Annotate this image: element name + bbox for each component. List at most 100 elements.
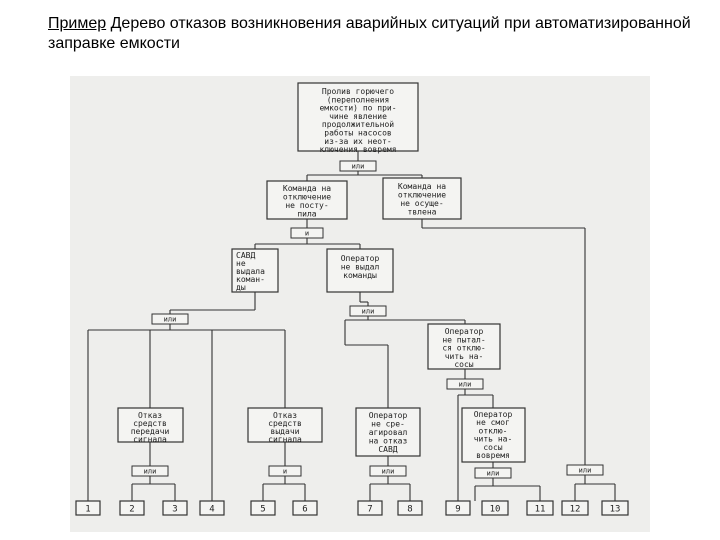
event-line: Команда на bbox=[283, 184, 331, 193]
event-line: Оператор bbox=[445, 327, 484, 336]
basic-event-6: 6 bbox=[292, 500, 318, 516]
basic-event-1: 1 bbox=[75, 500, 101, 516]
basic-event-label: 8 bbox=[407, 505, 412, 515]
basic-event-label: 4 bbox=[209, 505, 214, 515]
event-line: Оператор bbox=[474, 410, 513, 419]
gate-or-8: или bbox=[369, 465, 407, 477]
heading-text: Дерево отказов возникновения аварийных с… bbox=[48, 15, 691, 52]
event-line: передачи bbox=[131, 427, 170, 436]
event-line: сигнала bbox=[133, 435, 167, 444]
gate-or-5: или bbox=[446, 378, 484, 390]
basic-event-label: 12 bbox=[570, 505, 581, 515]
event-line: выдачи bbox=[271, 427, 300, 436]
event-line: не смог bbox=[476, 418, 510, 427]
event-line: выдала bbox=[236, 267, 265, 276]
basic-event-8: 8 bbox=[397, 500, 423, 516]
event-line: ды bbox=[236, 283, 246, 292]
event-line: не пытал- bbox=[442, 335, 485, 344]
basic-event-2: 2 bbox=[119, 500, 145, 516]
event-top-line: Пролив горючего bbox=[322, 87, 394, 96]
event-line: твлена bbox=[408, 208, 437, 217]
basic-event-label: 3 bbox=[172, 505, 177, 515]
basic-event-label: 1 bbox=[85, 505, 90, 515]
event-line: команды bbox=[343, 271, 377, 280]
basic-event-label: 6 bbox=[302, 505, 307, 515]
event-top-line: работы насосов bbox=[324, 128, 391, 138]
gate-label: или bbox=[487, 470, 500, 478]
event-line: отклю- bbox=[479, 426, 508, 435]
event-line: ся отклю- bbox=[442, 344, 485, 353]
event-line: сосы bbox=[454, 360, 473, 369]
event-line: Отказ bbox=[138, 411, 162, 420]
event-line: не посту- bbox=[285, 201, 328, 210]
event-line: отключение bbox=[283, 193, 331, 202]
basic-event-13: 13 bbox=[601, 500, 629, 516]
event-line: агировал bbox=[369, 428, 408, 437]
page-heading: Пример Дерево отказов возникновения авар… bbox=[48, 14, 708, 54]
basic-event-label: 10 bbox=[490, 505, 501, 515]
connectors bbox=[87, 151, 616, 501]
gate-label: и bbox=[305, 230, 309, 238]
event-top-line: чине явление bbox=[329, 112, 387, 121]
event-line: вовремя bbox=[476, 451, 510, 460]
event-top-line: из-за их неот- bbox=[324, 137, 391, 146]
event-top-line: ключения вовремя bbox=[319, 145, 396, 154]
basic-event-label: 13 bbox=[610, 505, 621, 515]
basic-event-11: 11 bbox=[526, 500, 554, 516]
basic-event-label: 9 bbox=[455, 505, 460, 515]
gate-and-7: и bbox=[268, 465, 302, 477]
basic-event-label: 2 bbox=[129, 505, 134, 515]
event-line: не bbox=[236, 259, 246, 268]
gate-label: или bbox=[579, 467, 592, 475]
gate-or-4: или bbox=[349, 305, 387, 317]
basic-event-label: 11 bbox=[535, 505, 546, 515]
event-line: Оператор bbox=[369, 411, 408, 420]
event-line: средств bbox=[268, 419, 302, 428]
heading-prefix: Пример bbox=[48, 15, 107, 32]
event-line: Оператор bbox=[341, 254, 380, 263]
gate-label: или bbox=[352, 163, 365, 171]
gate-or-9: или bbox=[474, 467, 512, 479]
basic-event-7: 7 bbox=[357, 500, 383, 516]
event-line: САВД bbox=[236, 251, 255, 260]
event-line: Отказ bbox=[273, 411, 297, 420]
basic-event-10: 10 bbox=[481, 500, 509, 516]
event-line: сосы bbox=[483, 443, 502, 452]
gate-label: или bbox=[459, 381, 472, 389]
gate-or-10: или bbox=[566, 464, 604, 476]
gate-and-2: и bbox=[290, 227, 324, 239]
event-line: Команда на bbox=[398, 182, 446, 191]
gate-or-6: или bbox=[131, 465, 169, 477]
gate-label: или bbox=[382, 468, 395, 476]
gate-or-1: или bbox=[339, 160, 377, 172]
event-line: чить на- bbox=[474, 435, 513, 444]
event-line: отключение bbox=[398, 191, 446, 200]
event-line: САВД bbox=[378, 445, 397, 454]
event-top-line: (переполнения bbox=[327, 95, 390, 104]
event-line: не осуще- bbox=[400, 199, 443, 208]
event-line: пила bbox=[297, 210, 316, 219]
event-line: сигнала bbox=[268, 435, 302, 444]
event-line: не выдал bbox=[341, 263, 380, 272]
basic-event-label: 7 bbox=[367, 505, 372, 515]
event-line: на отказ bbox=[369, 437, 408, 446]
event-top-line: емкости) по при- bbox=[319, 104, 396, 113]
event-line: коман- bbox=[236, 275, 265, 284]
basic-event-5: 5 bbox=[250, 500, 276, 516]
basic-event-3: 3 bbox=[162, 500, 188, 516]
